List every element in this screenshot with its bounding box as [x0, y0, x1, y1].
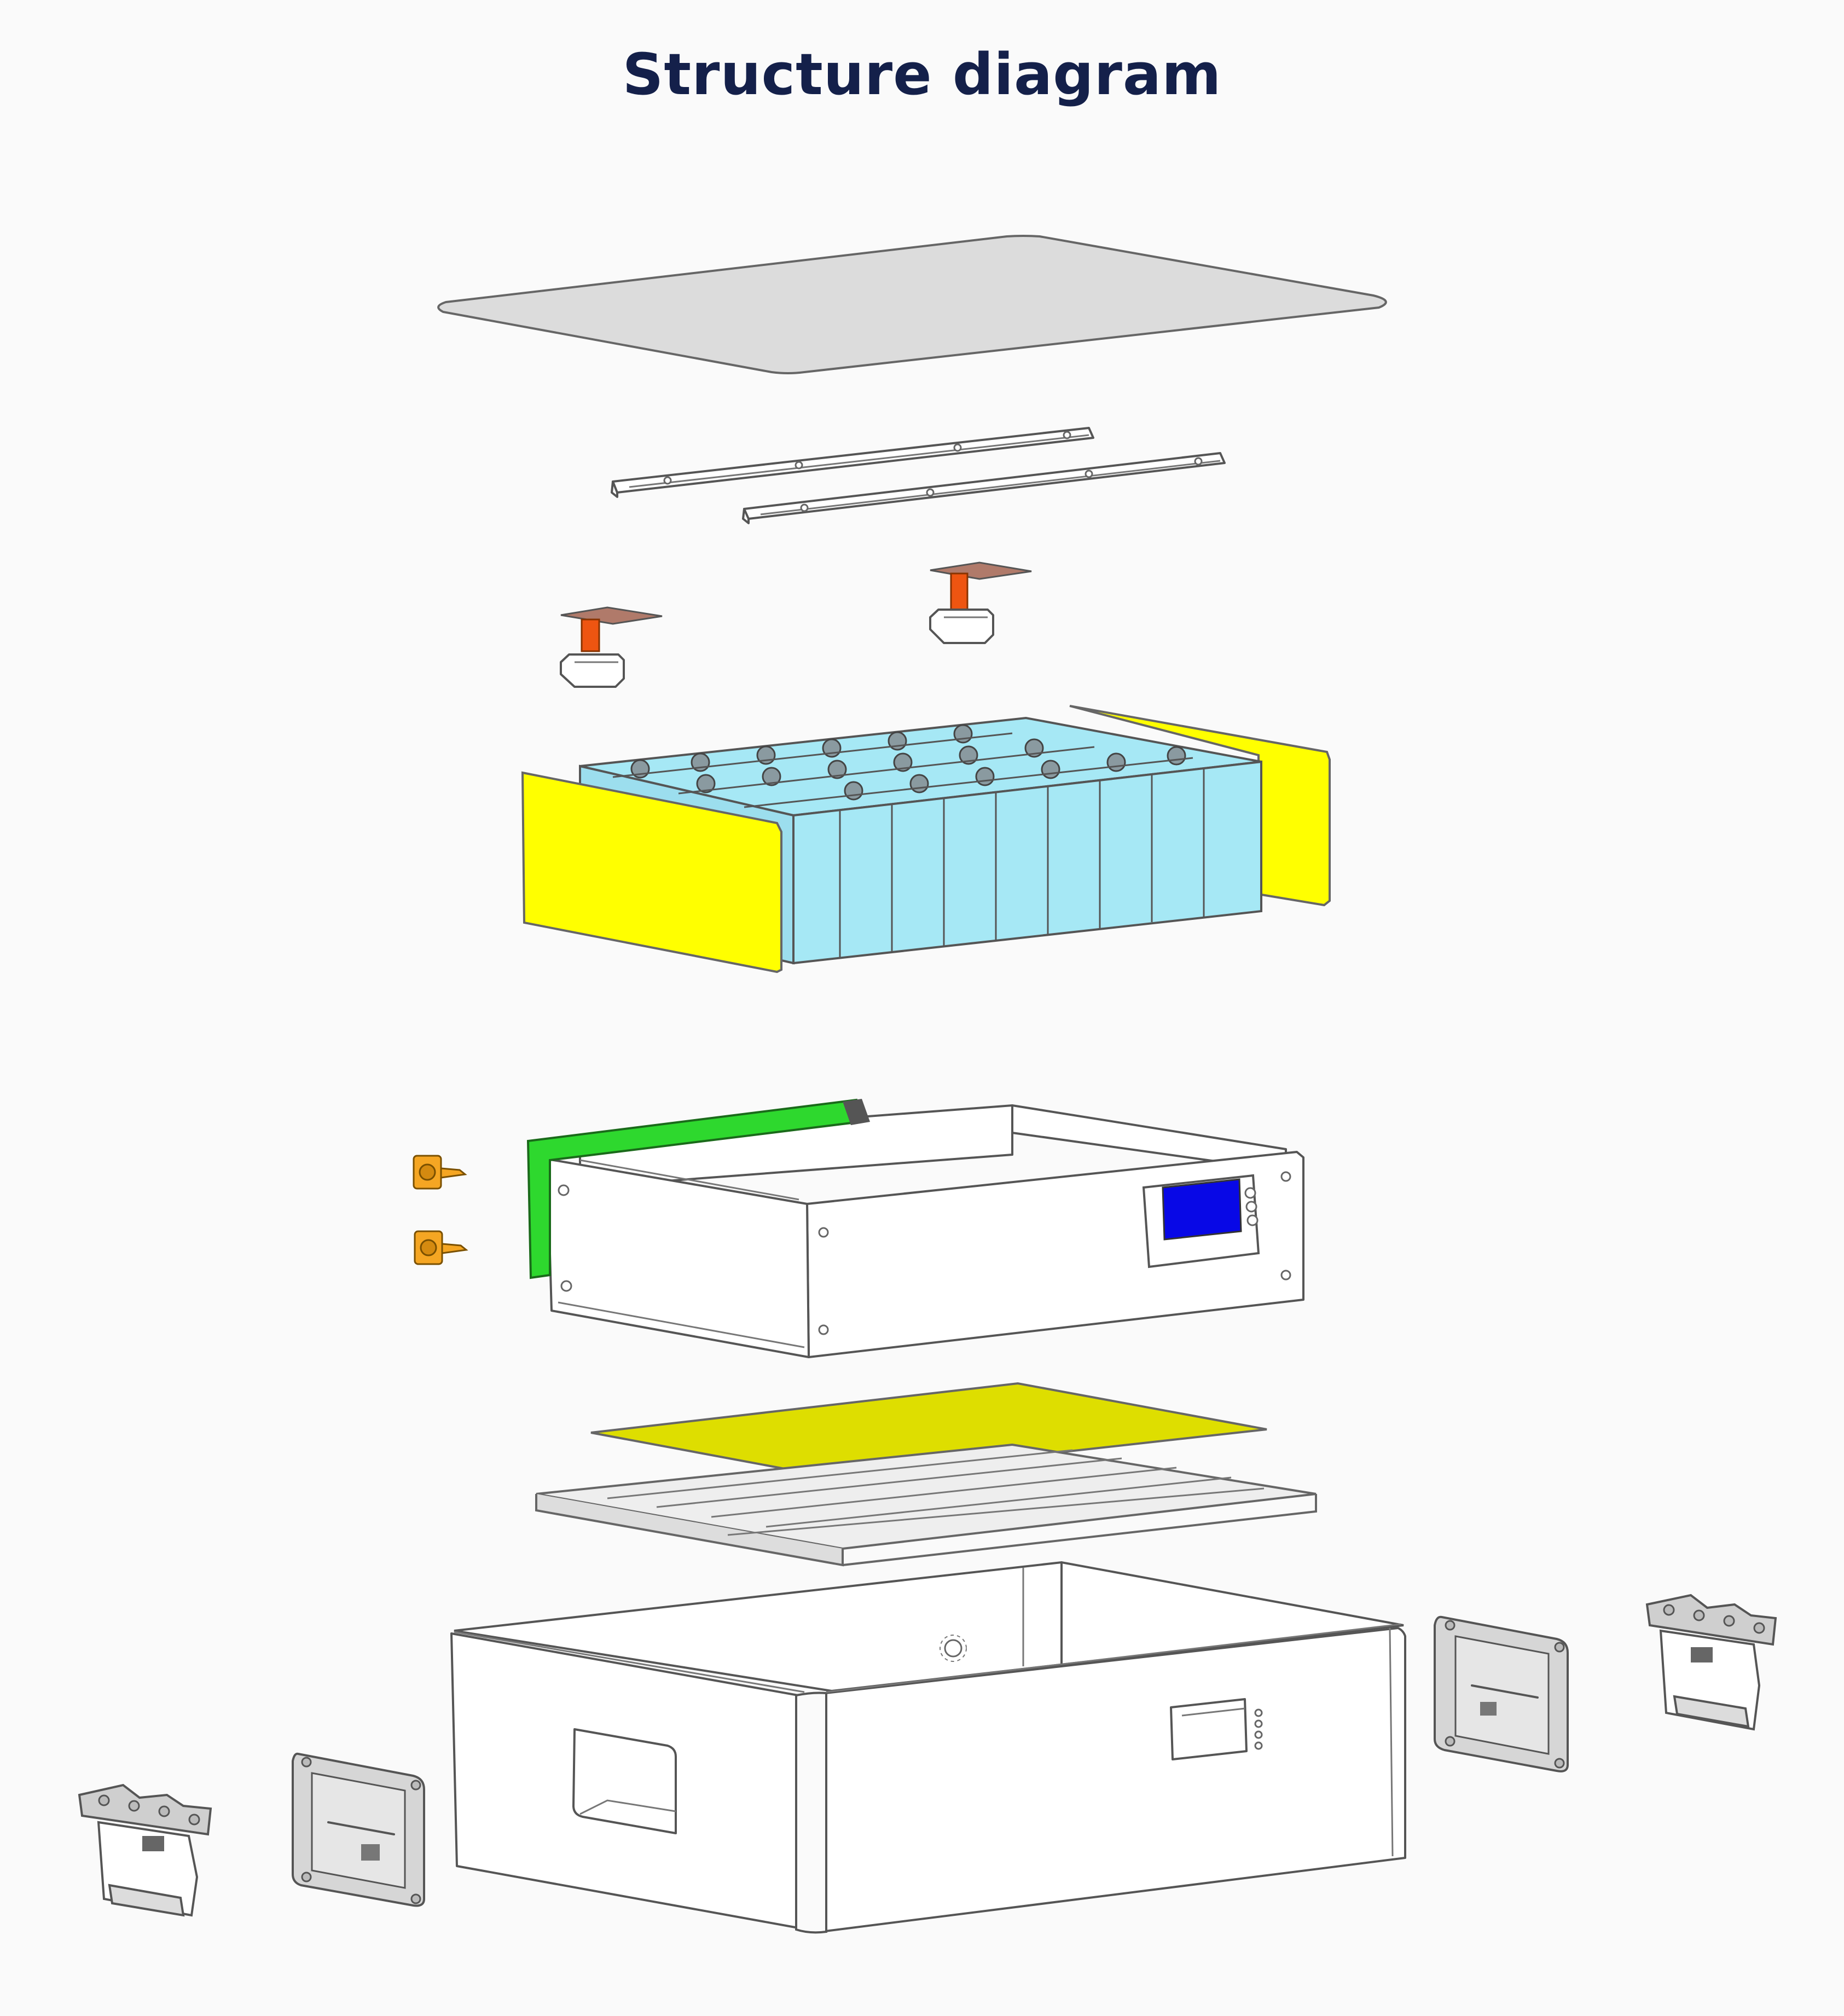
cell-pack — [579, 716, 1262, 965]
power-connector-upper — [413, 1155, 467, 1190]
bottom-insulation-sheet — [590, 1382, 1267, 1479]
rail-right — [742, 452, 1226, 524]
power-connectors — [413, 1155, 468, 1265]
outer-housing — [450, 1561, 1406, 1934]
handle-recessed-right — [1434, 1615, 1569, 1772]
pcb-board — [526, 1098, 870, 1279]
lcd-display — [1142, 1174, 1260, 1268]
handle-cutout-left — [572, 1728, 677, 1834]
cable-gland — [940, 1635, 967, 1662]
bottom-bracket — [535, 1443, 1317, 1567]
top-cover-plate — [437, 235, 1387, 374]
terminal-post-right — [929, 561, 1032, 644]
fixing-rails — [611, 427, 1226, 524]
handle-recessed-left — [292, 1752, 425, 1907]
terminal-post-left — [560, 606, 663, 688]
page-title: Structure diagram — [622, 41, 1222, 108]
rail-left — [611, 427, 1094, 498]
handle-folding-left — [78, 1783, 212, 1917]
handle-folding-right — [1645, 1594, 1777, 1731]
lcd-buttons — [1244, 1187, 1259, 1226]
power-connector-lower — [414, 1230, 468, 1265]
terminal-posts — [560, 561, 1032, 688]
side-insulation-left — [521, 771, 782, 974]
handles — [78, 1594, 1777, 1917]
display-window — [1170, 1698, 1263, 1760]
